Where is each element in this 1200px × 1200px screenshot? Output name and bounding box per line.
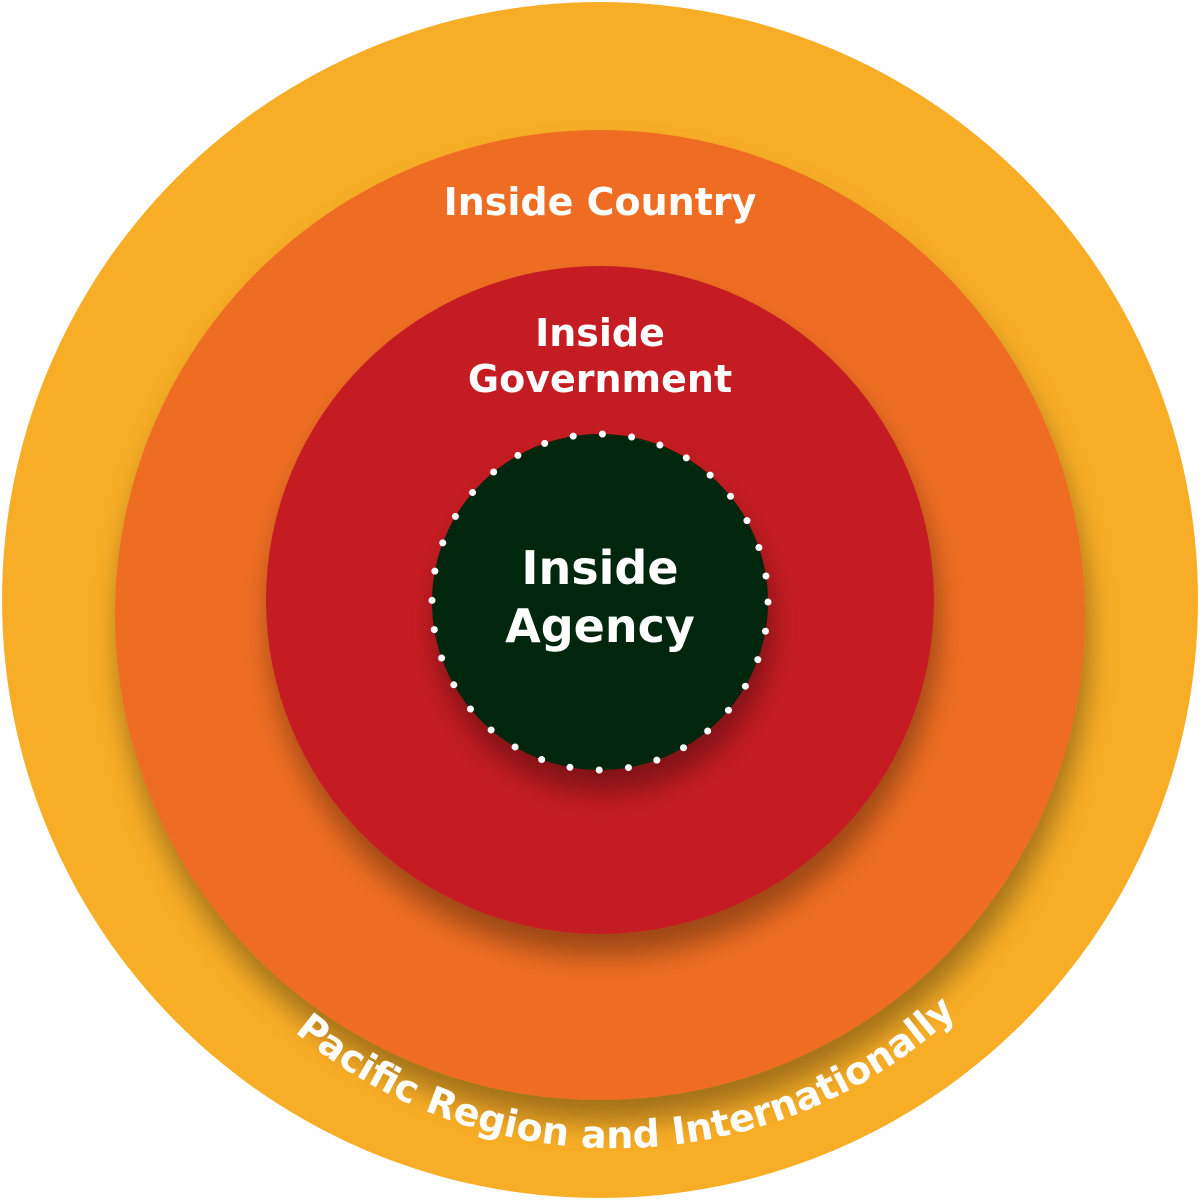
ring-agency	[432, 434, 768, 770]
label-inside-government-line1: Inside	[535, 311, 665, 355]
agency-dotted-border	[428, 430, 772, 774]
label-inside-agency-line2: Agency	[505, 599, 695, 653]
label-inside-agency-line1: Inside	[521, 541, 678, 595]
label-inside-country: Inside Country	[444, 180, 757, 224]
label-inside-government-line2: Government	[468, 357, 732, 401]
